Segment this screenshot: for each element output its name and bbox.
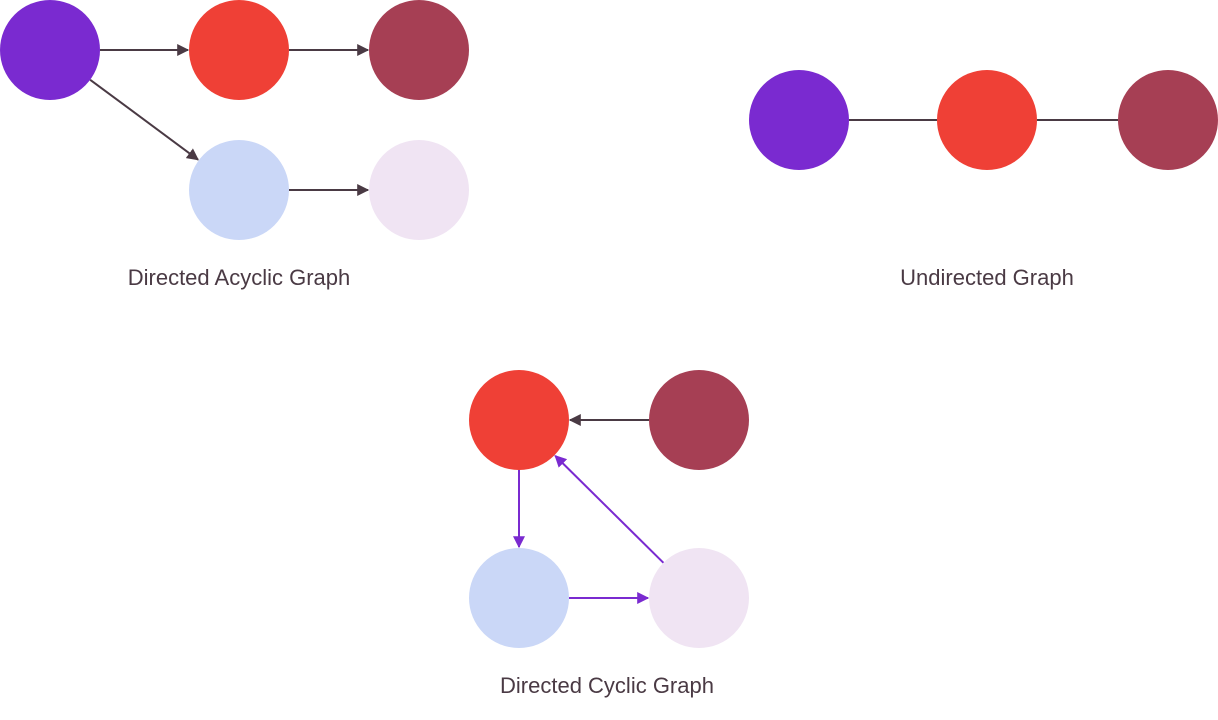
directed-acyclic-graph: Directed Acyclic Graph: [0, 0, 469, 290]
dag-node-e: [369, 140, 469, 240]
cyclic-node-b: [649, 370, 749, 470]
dag-node-a: [0, 0, 100, 100]
dag-node-c: [369, 0, 469, 100]
undirected-caption: Undirected Graph: [900, 265, 1074, 290]
dag-node-b: [189, 0, 289, 100]
undirected-node-b: [937, 70, 1037, 170]
dag-node-d: [189, 140, 289, 240]
undirected-node-a: [749, 70, 849, 170]
cyclic-edge-d-a: [554, 455, 665, 564]
directed-cyclic-graph: Directed Cyclic Graph: [469, 370, 749, 698]
dag-caption: Directed Acyclic Graph: [128, 265, 351, 290]
cyclic-node-a: [469, 370, 569, 470]
cyclic-node-c: [469, 548, 569, 648]
undirected-graph: Undirected Graph: [749, 70, 1218, 290]
dag-edge-a-d: [89, 78, 199, 161]
cyclic-caption: Directed Cyclic Graph: [500, 673, 714, 698]
undirected-node-c: [1118, 70, 1218, 170]
cyclic-node-d: [649, 548, 749, 648]
